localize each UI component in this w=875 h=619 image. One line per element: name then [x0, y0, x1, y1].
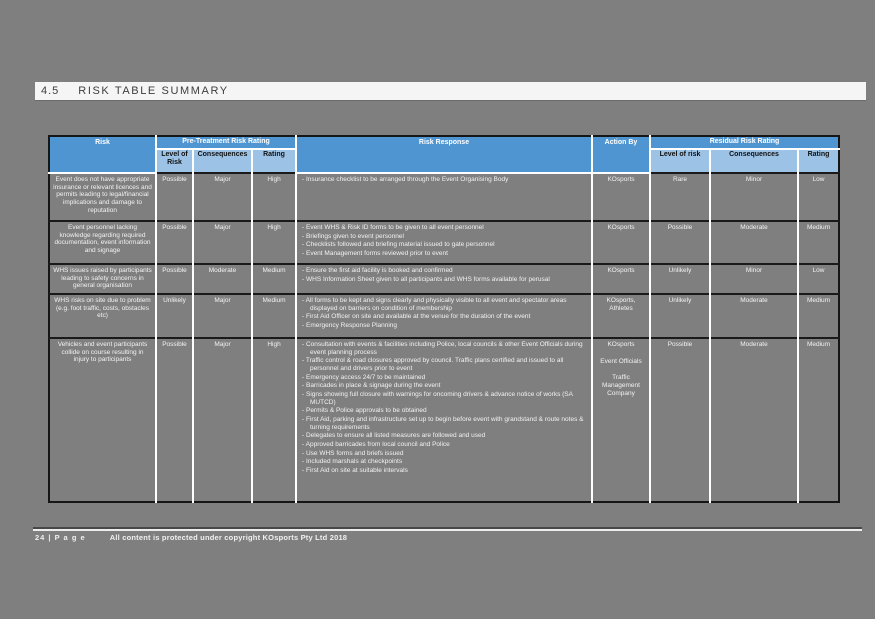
- res-level-cell: Unlikely: [650, 263, 711, 294]
- risk-cell: WHS risks on site due to problem (e.g. f…: [49, 293, 157, 338]
- res-rating-cell: Medium: [798, 293, 840, 338]
- pre-consequences-cell: Major: [193, 172, 253, 221]
- res-rating-cell: Medium: [798, 220, 840, 264]
- action-by-cell: KOsports, Athletes: [592, 293, 651, 338]
- risk-cell: Vehicles and event participants collide …: [49, 337, 157, 502]
- res-level-cell: Rare: [650, 172, 711, 221]
- page-number-label: 24 | P a g e: [35, 533, 86, 542]
- pre-level-cell: Possible: [156, 263, 194, 294]
- pre-rating-cell: High: [252, 220, 297, 264]
- risk-response-cell: Consultation with events & facilities in…: [296, 337, 593, 502]
- risk-summary-table: Risk Pre-Treatment Risk Rating Risk Resp…: [48, 135, 841, 503]
- header-res-consequences: Consequences: [710, 149, 799, 173]
- pre-rating-cell: High: [252, 337, 297, 502]
- table-row: WHS risks on site due to problem (e.g. f…: [49, 293, 840, 338]
- pre-rating-cell: High: [252, 172, 297, 221]
- res-rating-cell: Low: [798, 263, 840, 294]
- header-action-by: Action By: [592, 136, 651, 174]
- res-rating-cell: Low: [798, 172, 840, 221]
- pre-rating-cell: Medium: [252, 263, 297, 294]
- pre-consequences-cell: Major: [193, 220, 253, 264]
- pre-level-cell: Possible: [156, 220, 194, 264]
- section-title: RISK TABLE SUMMARY: [78, 85, 229, 97]
- pre-level-cell: Possible: [156, 172, 194, 221]
- res-consequences-cell: Moderate: [710, 293, 799, 338]
- pre-level-cell: Unlikely: [156, 293, 194, 338]
- pre-rating-cell: Medium: [252, 293, 297, 338]
- section-number: 4.5: [41, 85, 60, 97]
- action-by-cell: KOsports: [592, 172, 651, 221]
- header-residual: Residual Risk Rating: [650, 136, 840, 150]
- action-by-cell: KOsports: [592, 220, 651, 264]
- header-pre-consequences: Consequences: [193, 149, 253, 173]
- table-header: Risk Pre-Treatment Risk Rating Risk Resp…: [49, 136, 840, 174]
- res-consequences-cell: Moderate: [710, 337, 799, 502]
- res-consequences-cell: Minor: [710, 263, 799, 294]
- header-res-rating: Rating: [798, 149, 840, 173]
- table-row: Event personnel lacking knowledge regard…: [49, 220, 840, 264]
- table-row: WHS issues raised by participants leadin…: [49, 263, 840, 294]
- pre-consequences-cell: Moderate: [193, 263, 253, 294]
- section-heading: 4.5 RISK TABLE SUMMARY: [35, 82, 866, 101]
- res-consequences-cell: Moderate: [710, 220, 799, 264]
- risk-cell: Event personnel lacking knowledge regard…: [49, 220, 157, 264]
- pre-consequences-cell: Major: [193, 337, 253, 502]
- header-risk-response: Risk Response: [296, 136, 593, 174]
- pre-consequences-cell: Major: [193, 293, 253, 338]
- header-risk: Risk: [49, 136, 157, 174]
- table-row: Vehicles and event participants collide …: [49, 337, 840, 502]
- pre-level-cell: Possible: [156, 337, 194, 502]
- page-footer: 24 | P a g e All content is protected un…: [35, 533, 835, 542]
- copyright-notice: All content is protected under copyright…: [109, 533, 348, 542]
- res-level-cell: Unlikely: [650, 293, 711, 338]
- res-rating-cell: Medium: [798, 337, 840, 502]
- header-pre-level: Level of Risk: [156, 149, 194, 173]
- res-level-cell: Possible: [650, 337, 711, 502]
- header-pre-rating: Rating: [252, 149, 297, 173]
- risk-response-cell: Insurance checklist to be arranged throu…: [296, 172, 593, 221]
- risk-response-cell: Ensure the first aid facility is booked …: [296, 263, 593, 294]
- header-pre-treatment: Pre-Treatment Risk Rating: [156, 136, 297, 150]
- risk-response-cell: Event WHS & Risk ID forms to be given to…: [296, 220, 593, 264]
- risk-cell: Event does not have appropriate insuranc…: [49, 172, 157, 221]
- risk-cell: WHS issues raised by participants leadin…: [49, 263, 157, 294]
- table-row: Event does not have appropriate insuranc…: [49, 172, 840, 221]
- action-by-cell: KOsports: [592, 263, 651, 294]
- footer-divider: [33, 527, 862, 531]
- header-res-level: Level of risk: [650, 149, 711, 173]
- res-consequences-cell: Minor: [710, 172, 799, 221]
- res-level-cell: Possible: [650, 220, 711, 264]
- risk-response-cell: All forms to be kept and signs clearly a…: [296, 293, 593, 338]
